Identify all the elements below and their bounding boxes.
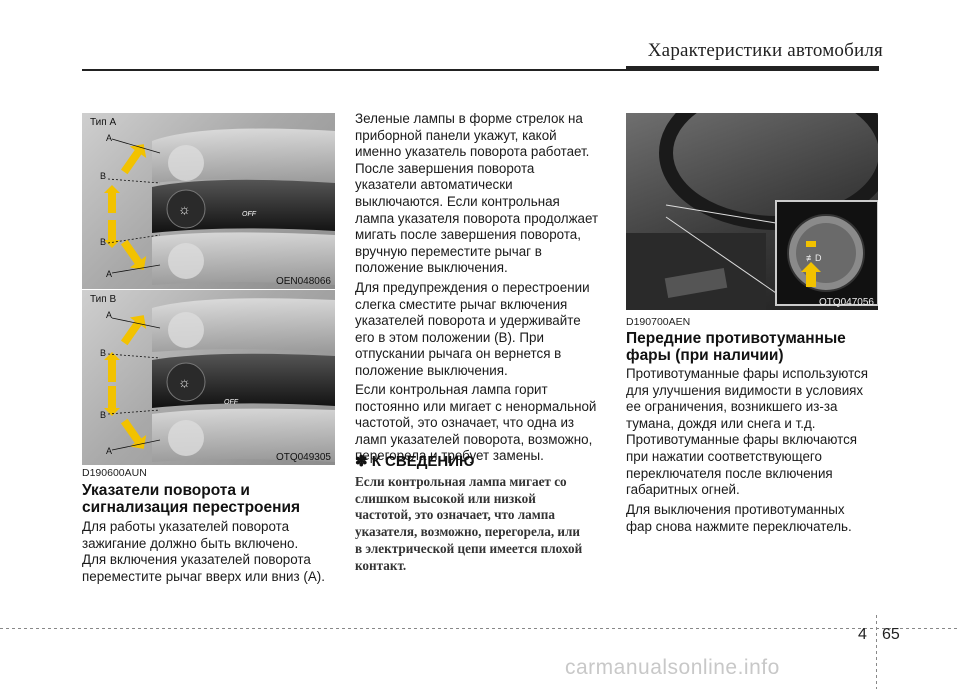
text-line: Противотуманные фары используются — [626, 366, 869, 381]
text-line: ламп указателей поворота, возможно, — [355, 431, 593, 447]
text-line: Для работы указателей поворота — [82, 519, 290, 534]
label-b: B — [100, 348, 107, 358]
figure-turn-signal-type-b: ☼ OFF Тип В A B B A OTQ049305 — [82, 290, 335, 465]
text-line: указатели автоматически — [355, 177, 513, 193]
turn-signal-lever-illustration: ☼ OFF — [104, 128, 335, 285]
text-line: Для включения указателей поворота — [82, 552, 311, 568]
figure-caption: Тип А — [90, 117, 117, 128]
figure-code: OTQ047056 — [818, 297, 874, 308]
page-number: 65 — [882, 626, 900, 643]
turn-signal-lever-illustration: ☼ OFF — [104, 298, 335, 462]
label-b: B — [100, 410, 107, 420]
label-a: A — [106, 446, 113, 456]
text-line: его в этом положении (В). При — [355, 329, 544, 345]
section-code: D190600AUN — [82, 467, 147, 479]
paragraph: Для предупреждения о перестроении слегка… — [355, 280, 602, 380]
heading-line: сигнализация перестроения — [82, 499, 301, 516]
text-line: Для предупреждения о перестроении — [355, 280, 590, 295]
text-line: выключаются. Если контрольная — [355, 193, 560, 209]
text-line: при нажатии соответствующего — [626, 448, 822, 464]
paragraph: Противотуманные фары используются для ул… — [626, 366, 878, 499]
text-line: зажигание должно быть включено. — [82, 535, 299, 551]
section-heading: Указатели поворота и сигнализация перест… — [82, 482, 300, 516]
label-a: A — [106, 269, 113, 279]
text-line: Если контрольная лампа мигает со — [355, 474, 567, 489]
text-line: приборной панели укажут, какой — [355, 127, 557, 143]
text-line: слишком высокой или низкой — [355, 490, 536, 506]
header-rule — [82, 69, 879, 71]
footer-rule — [0, 628, 960, 629]
text-line: постоянно или мигает с ненормальной — [355, 398, 597, 414]
text-line: Зеленые лампы в форме стрелок на — [355, 111, 583, 126]
text-line: в электрической цепи имеется плохой — [355, 540, 583, 556]
text-line: переключателя после включения — [626, 465, 833, 481]
chapter-title: Характеристики автомобиля — [647, 40, 883, 61]
figure-caption: Тип В — [90, 294, 117, 305]
header-rule-accent — [626, 66, 879, 71]
section-heading: Передние противотуманные фары (при налич… — [626, 330, 846, 364]
watermark: carmanualsonline.info — [565, 656, 780, 679]
text-line: контакт. — [355, 557, 407, 573]
text-line: отпускании рычага он вернется в — [355, 346, 562, 362]
text-line: указателя, возможно, перегорела, или — [355, 524, 581, 540]
text-line: положение выключения. — [355, 260, 508, 276]
text-line: ее ограничения, возникшего из-за — [626, 399, 838, 415]
text-line: фар снова нажмите переключатель. — [626, 518, 852, 534]
text-line: Если контрольная лампа горит — [355, 382, 548, 397]
figure-turn-signal-type-a: ☼ OFF Тип А A B B A OEN048066 — [82, 113, 335, 289]
text-line: слегка сместите рычаг включения — [355, 296, 568, 312]
label-a: A — [106, 133, 113, 143]
paragraph: Если контрольная лампа горит постоянно и… — [355, 382, 602, 465]
section-code: D190700AEN — [626, 316, 691, 328]
svg-text:≢D: ≢D — [806, 253, 822, 263]
text-line: лампа указателя поворота продолжает — [355, 210, 599, 226]
text-line: Для выключения противотуманных — [626, 502, 845, 517]
section-body: Для работы указателей поворота зажигание… — [82, 519, 335, 585]
heading-line: Указатели поворота и — [82, 482, 250, 499]
text-line: тумана, дождя или снега и т.д. — [626, 415, 816, 431]
label-a: A — [106, 310, 113, 320]
footer-separator — [876, 615, 877, 689]
text-line: указателей поворота и удерживайте — [355, 313, 581, 329]
text-line: именно указатель поворота работает. — [355, 144, 590, 160]
svg-text:OFF: OFF — [242, 211, 257, 218]
label-b: B — [100, 171, 107, 181]
paragraph: Зеленые лампы в форме стрелок на приборн… — [355, 111, 602, 277]
text-line: переместите рычаг вверх или вниз (А). — [82, 568, 325, 584]
text-line: Противотуманные фары включаются — [626, 432, 858, 448]
text-line: перегорела и требует замены. — [355, 448, 544, 464]
text-line: вручную переместите рычаг в — [355, 243, 542, 259]
text-line: После завершения поворота — [355, 160, 535, 176]
text-line: частотой, это означает, что лампа — [355, 507, 555, 523]
text-line: положение выключения. — [355, 362, 508, 378]
text-line: габаритных огней. — [626, 482, 740, 498]
svg-text:☼: ☼ — [178, 374, 191, 390]
heading-line: фары (при наличии) — [626, 347, 784, 364]
text-line: частотой, это означает, что одна из — [355, 415, 575, 431]
label-b: B — [100, 237, 107, 247]
figure-code: OEN048066 — [275, 276, 331, 287]
text-line: мигать после завершения поворота, — [355, 227, 581, 243]
heading-line: Передние противотуманные — [626, 330, 846, 347]
svg-text:☼: ☼ — [178, 201, 191, 217]
dashboard-photo-illustration: ≢D — [626, 113, 878, 310]
chapter-number: 4 — [858, 626, 867, 643]
figure-code: OTQ049305 — [275, 452, 331, 463]
text-line: для улучшения видимости в условиях — [626, 382, 864, 398]
figure-fog-light-switch: ≢D OTQ047056 — [626, 113, 878, 310]
svg-text:OFF: OFF — [224, 399, 239, 406]
note-body: Если контрольная лампа мигает со слишком… — [355, 474, 602, 574]
note-title: ✽ К СВЕДЕНИЮ — [355, 453, 475, 470]
paragraph: Для выключения противотуманных фар снова… — [626, 502, 878, 535]
